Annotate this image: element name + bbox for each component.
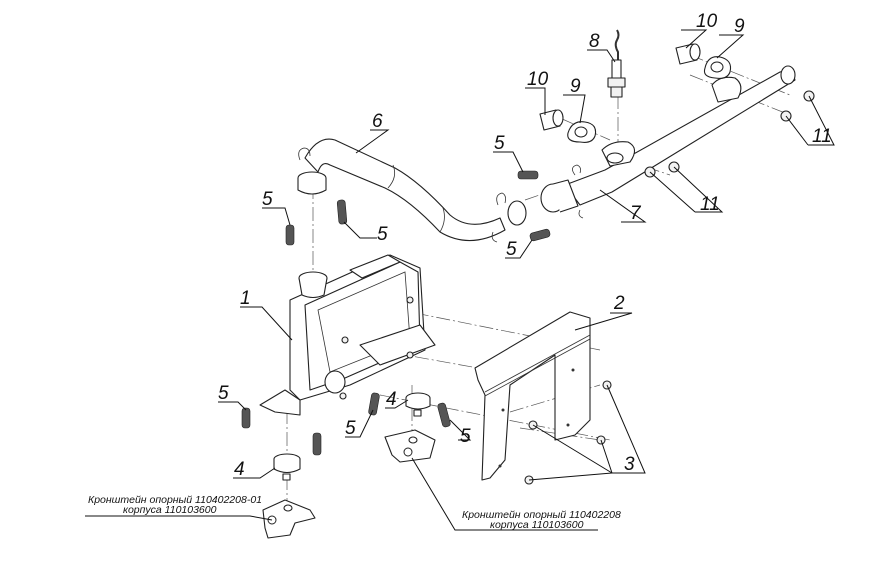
part-6-intermediate-pipe (297, 138, 527, 243)
callout-9: 9 (734, 16, 745, 37)
caption-right-line2: корпуса 110103600 (490, 519, 584, 531)
callout-5: 5 (506, 239, 517, 260)
callout-10: 10 (696, 11, 718, 32)
support-bracket-right (384, 429, 436, 463)
callout-11: 11 (700, 194, 720, 215)
callout-6: 6 (372, 111, 383, 132)
callout-5: 5 (377, 224, 388, 245)
caption-left-line1: Кронштейн опорный 110402208-01 (88, 494, 262, 506)
callout-5: 5 (262, 189, 273, 210)
callout-2: 2 (613, 293, 625, 314)
caption-left-line2: корпуса 110103600 (123, 504, 217, 516)
callout-4-left: 4 (234, 459, 245, 480)
part-7-manifold-pipe (540, 65, 796, 219)
part-10-sleeves (539, 43, 701, 131)
part-8-oxygen-sensor (607, 29, 626, 98)
support-bracket-left (262, 499, 316, 539)
part-4-rubber-mounts (273, 392, 431, 481)
bracket-captions: Кронштейн опорный 110402208-01 корпуса 1… (88, 494, 621, 531)
callout-5: 5 (345, 418, 356, 439)
part-3-bolts (524, 380, 612, 485)
callout-7: 7 (630, 203, 642, 224)
part-1-muffler (259, 254, 436, 416)
callout-10: 10 (527, 69, 549, 90)
caption-right-line1: Кронштейн опорный 110402208 (462, 509, 621, 521)
part-2-heat-shield (474, 311, 591, 481)
callout-4-right: 4 (386, 389, 397, 410)
callout-leaders (85, 29, 835, 531)
callout-3: 3 (624, 454, 635, 475)
part-5-springs (241, 170, 551, 456)
callout-5: 5 (460, 426, 471, 447)
callout-5: 5 (494, 133, 505, 154)
callout-labels: 1 2 3 4 4 5 5 5 5 5 5 5 6 7 8 9 9 10 10 … (218, 11, 832, 480)
part-9-gaskets (567, 56, 732, 143)
callout-11: 11 (812, 126, 832, 147)
callout-1: 1 (240, 288, 251, 309)
callout-5: 5 (218, 383, 229, 404)
callout-9: 9 (570, 76, 581, 97)
callout-8: 8 (589, 31, 600, 52)
